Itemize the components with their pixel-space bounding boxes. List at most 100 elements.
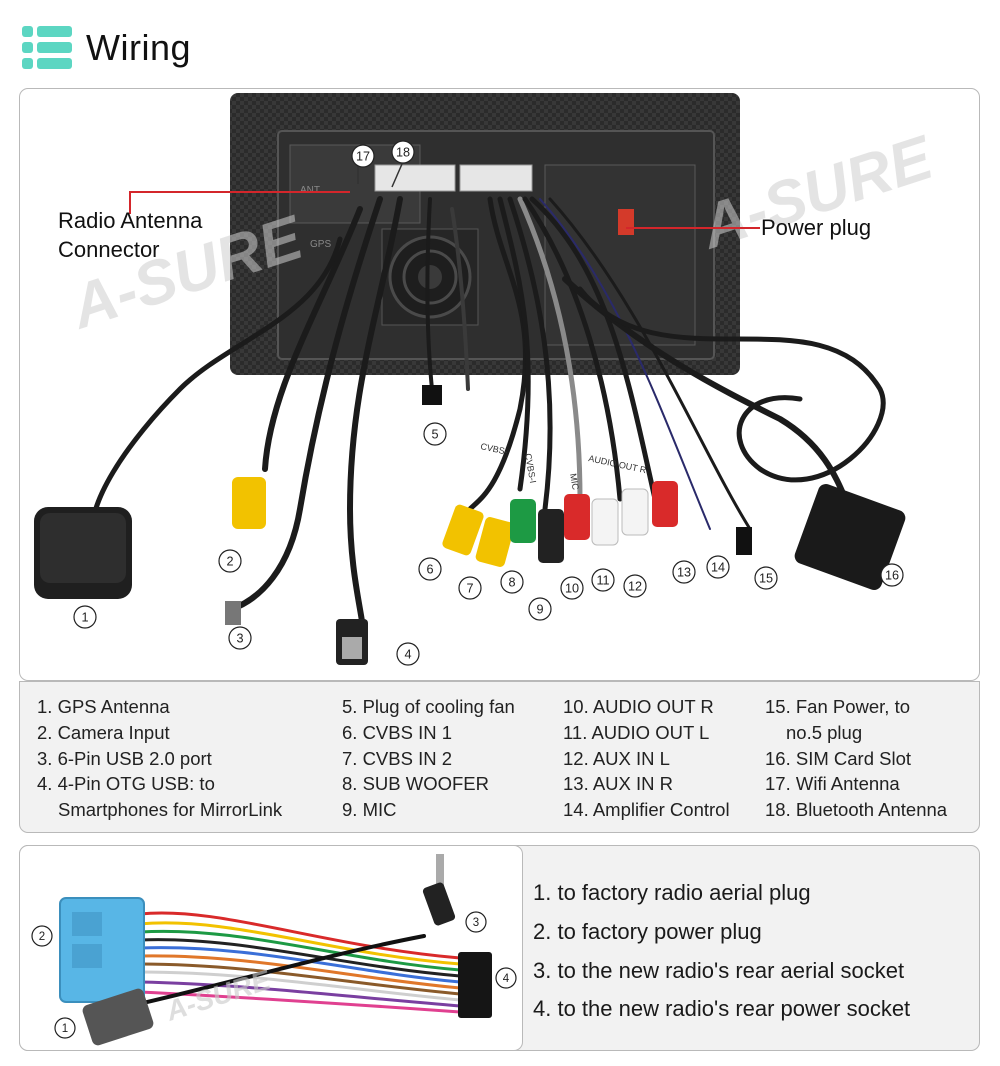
back-of-unit-illustration: GPS ANT A-SURE A-SURE (34, 93, 942, 666)
legend-column-2: 5. Plug of cooling fan 6. CVBS IN 1 7. CVB… (342, 694, 515, 823)
cable-label-mic: MIC (568, 473, 581, 491)
legend-item-text: 9. MIC (342, 799, 397, 821)
legend-item-text: 10. AUDIO OUT R (563, 696, 714, 717)
legend-item-text: 14. Amplifier Control (563, 799, 730, 821)
wiring-photo-panel: GPS ANT A-SURE A-SURE (19, 88, 980, 681)
number-marker: 5 (423, 422, 447, 446)
legend-item: 10. AUDIO OUT R (563, 694, 730, 720)
legend-column-1: 1. GPS Antenna 2. Camera Input 3. 6-Pin US… (37, 694, 282, 823)
number-marker: 1 (73, 605, 97, 629)
legend-item-text: 15. Fan Power, to (765, 696, 911, 717)
number-marker-label: 11 (596, 574, 609, 588)
cable-label-cvbs1: CVBS- (480, 441, 509, 457)
legend-item: 3. 6-Pin USB 2.0 port (37, 746, 282, 772)
harness-list-item: 3. to the new radio's rear aerial socket (533, 957, 905, 983)
number-marker-label: 4 (503, 973, 510, 985)
rear-power-plug (458, 952, 492, 1018)
factory-aerial-plug (82, 988, 154, 1046)
number-marker-label: 1 (62, 1023, 68, 1035)
number-marker: 1 (54, 1017, 76, 1039)
number-marker-label: 6 (426, 563, 433, 577)
list-icon (22, 26, 72, 70)
legend-item: 13. AUX IN R (563, 771, 730, 797)
gps-port-label: GPS (310, 239, 331, 250)
connector-block-right (459, 164, 533, 192)
number-marker: 17 (351, 144, 375, 168)
radio-antenna-label-line1: Radio Antenna (58, 208, 203, 233)
number-marker-label: 13 (677, 566, 691, 580)
legend-item: 11. AUDIO OUT L (563, 720, 730, 746)
legend-item: 16. SIM Card Slot (765, 746, 947, 772)
legend-item-text: 13. AUX IN R (563, 773, 674, 795)
legend-item-text: 4. 4-Pin OTG USB: to (37, 773, 215, 795)
legend-item: 5. Plug of cooling fan (342, 694, 515, 720)
number-marker-label: 2 (39, 931, 45, 943)
legend-item-text: 18. Bluetooth Antenna (765, 799, 948, 821)
number-marker-label: 10 (565, 582, 579, 596)
number-marker: 13 (672, 560, 696, 584)
number-marker: 12 (623, 574, 647, 598)
legend-item-text: 5. Plug of cooling fan (342, 696, 515, 717)
ant-port-label: ANT (300, 185, 320, 196)
legend-item: 18. Bluetooth Antenna (765, 797, 947, 823)
legend-item-continuation: no.5 plug (786, 721, 863, 743)
number-marker: 2 (218, 549, 242, 573)
number-marker: 15 (754, 566, 778, 590)
number-marker-label: 2 (226, 555, 233, 569)
legend-item-text: 11. AUDIO OUT L (563, 721, 710, 743)
radio-antenna-callout: Radio Antenna Connector (58, 206, 202, 264)
number-marker-label: 3 (473, 917, 479, 929)
harness-markers: 1 2 3 4 (31, 911, 517, 1039)
legend-item: 15. Fan Power, to no.5 plug (765, 694, 947, 746)
number-marker-label: 4 (404, 648, 411, 662)
legend-column-3: 10. AUDIO OUT R 11. AUDIO OUT L 12. AUX IN… (563, 694, 730, 823)
number-marker-label: 16 (885, 569, 899, 583)
legend-item-text: 7. CVBS IN 2 (342, 747, 453, 769)
legend-item: 17. Wifi Antenna (765, 771, 947, 797)
page-title: Wiring (86, 27, 192, 68)
cables (89, 196, 886, 652)
cable-label-cvbs2: CVBS-I (523, 453, 538, 484)
number-marker: 4 (396, 642, 420, 666)
radio-antenna-callout-line (129, 191, 350, 214)
harness-list-item: 4. to the new radio's rear power socket (533, 996, 911, 1022)
number-marker: 3 (465, 911, 487, 933)
legend-item-continuation: Smartphones for MirrorLink (58, 799, 283, 821)
cooling-fan-plug (422, 385, 442, 405)
number-marker: 9 (528, 597, 552, 621)
page-header: Wiring (22, 24, 191, 72)
legend-item-text: 12. AUX IN L (563, 747, 670, 769)
legend-column-4: 15. Fan Power, to no.5 plug 16. SIM Card S… (765, 694, 947, 823)
legend-item: 4. 4-Pin OTG USB: to Smartphones for Mirr… (37, 771, 282, 823)
sim-card-slot (794, 484, 906, 590)
legend-item-text: 6. CVBS IN 1 (342, 721, 453, 743)
legend-item-text: 16. SIM Card Slot (765, 747, 912, 769)
number-marker-label: 1 (81, 611, 88, 625)
legend-panel: 1. GPS Antenna 2. Camera Input 3. 6-Pin US… (19, 681, 980, 833)
legend-item: 1. GPS Antenna (37, 694, 282, 720)
number-marker: 2 (31, 925, 53, 947)
number-marker-label: 17 (356, 150, 370, 164)
number-marker: 18 (391, 140, 415, 164)
legend-item-text: 1. GPS Antenna (37, 696, 170, 717)
legend-item: 7. CVBS IN 2 (342, 746, 515, 772)
number-marker-label: 3 (236, 632, 243, 646)
rca-plug-row (442, 481, 752, 567)
power-plug-callout: Power plug (761, 215, 872, 240)
number-marker-label: 18 (396, 146, 410, 160)
legend-item: 9. MIC (342, 797, 515, 823)
number-marker-label: 9 (536, 603, 543, 617)
number-marker-label: 5 (431, 428, 438, 442)
number-marker: 14 (706, 555, 730, 579)
legend-item-text: 2. Camera Input (37, 721, 170, 743)
number-marker: 3 (228, 626, 252, 650)
number-marker-label: 8 (508, 576, 515, 590)
number-marker: 10 (560, 576, 584, 600)
power-plug-socket (618, 209, 634, 235)
harness-wires (128, 911, 462, 1014)
number-marker: 6 (418, 557, 442, 581)
legend-item: 12. AUX IN L (563, 746, 730, 772)
